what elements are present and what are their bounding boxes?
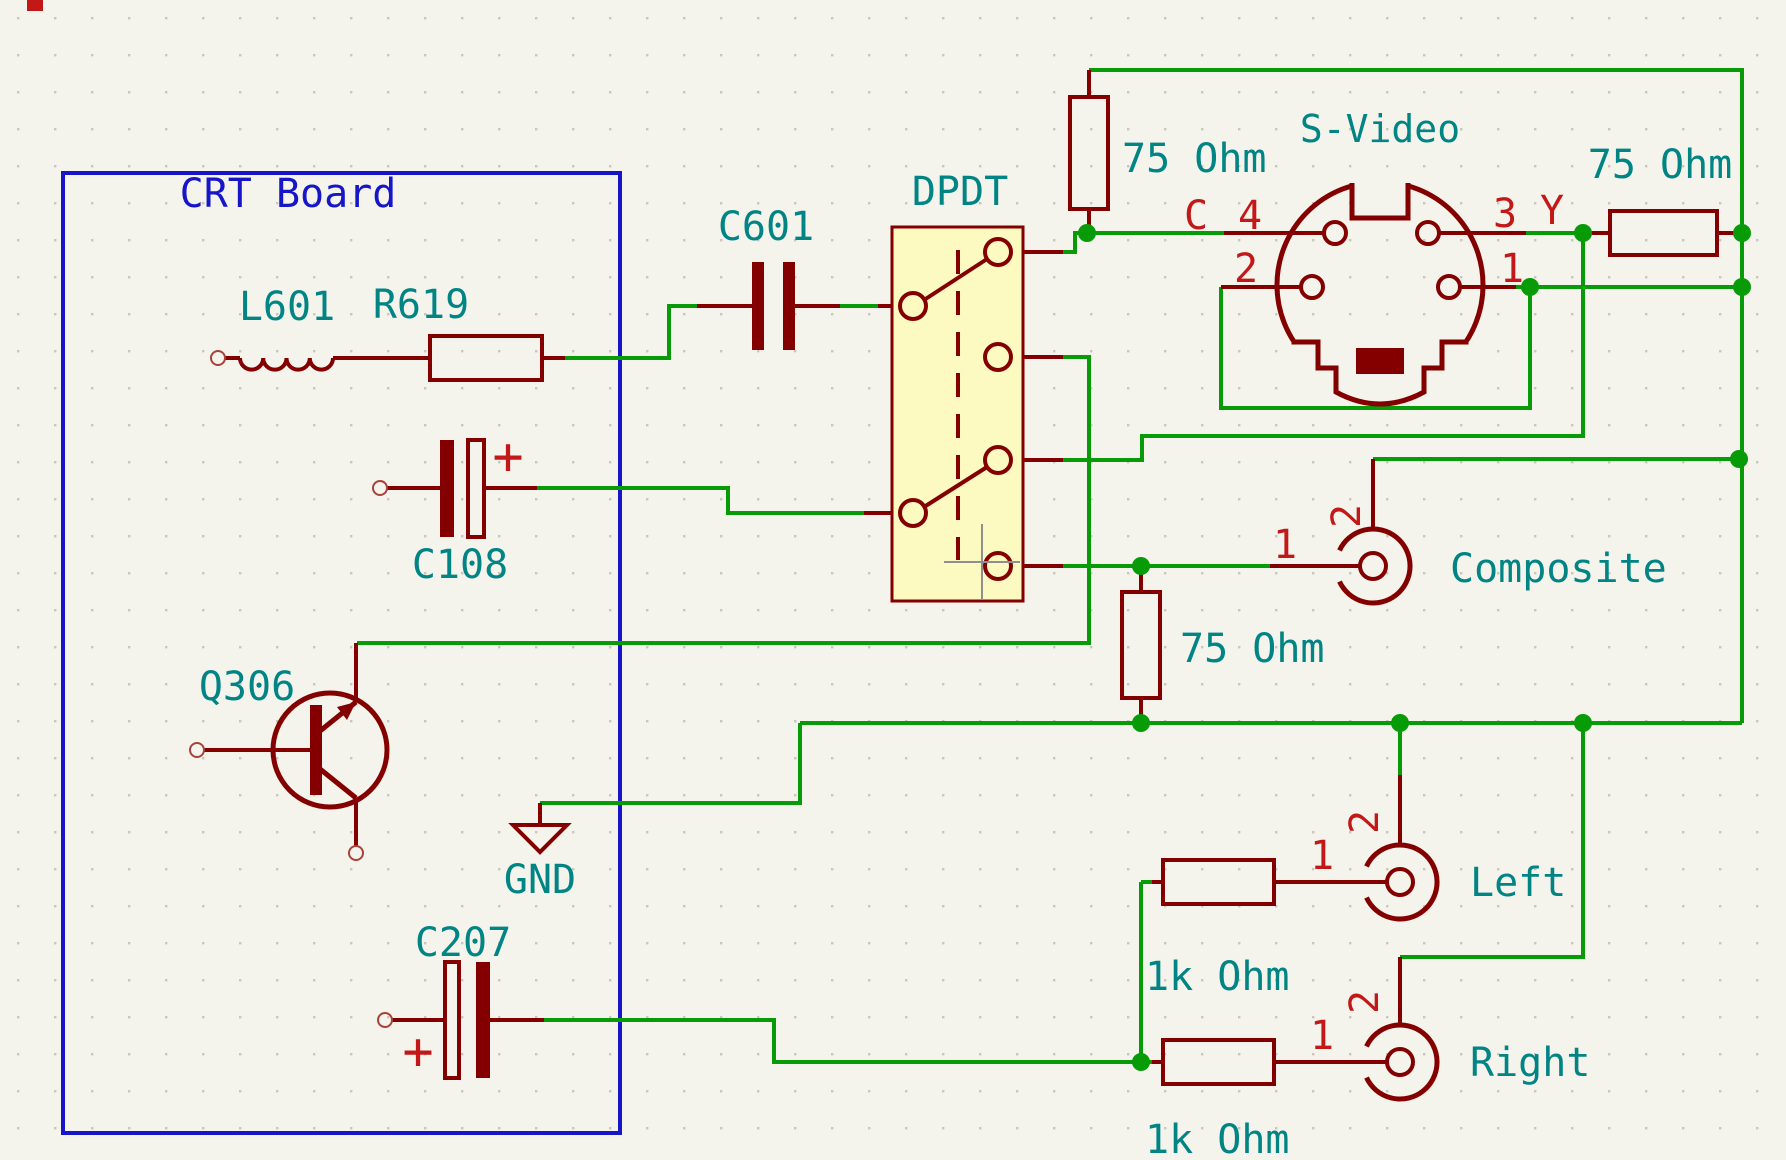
c108-plus-sign: + xyxy=(492,427,523,487)
wire-c207-audio[interactable] xyxy=(544,1018,1152,1064)
composite-connector[interactable]: Composite 1 2 xyxy=(1273,504,1667,606)
resistor-75ohm-luma[interactable]: 75 Ohm xyxy=(1588,142,1733,257)
svideo-pin-2-label: 2 xyxy=(1234,246,1258,292)
q306-lower-terminal xyxy=(348,845,364,861)
q306-base-terminal xyxy=(189,742,205,758)
wire-top-rail[interactable] xyxy=(1089,68,1744,723)
cursor-crosshair-icon xyxy=(944,524,1020,600)
c207-ref[interactable]: C207 xyxy=(415,920,511,966)
right-connector[interactable]: Right 1 2 xyxy=(1310,990,1590,1102)
crt-board-outline[interactable]: CRT Board xyxy=(61,171,622,1135)
svideo-pin3-hole xyxy=(1415,220,1441,246)
capacitor-c601[interactable]: C601 xyxy=(718,204,814,350)
wire-audio-link[interactable] xyxy=(1139,880,1152,1062)
svideo-label[interactable]: S-Video xyxy=(1300,107,1460,151)
switch-pole2-arm xyxy=(922,465,989,509)
r75-luma-value[interactable]: 75 Ohm xyxy=(1588,142,1733,188)
left-pin-2-label: 2 xyxy=(1342,810,1388,834)
svideo-pin-4-label: 4 xyxy=(1238,193,1262,239)
wires[interactable] xyxy=(357,68,1744,1064)
svideo-pin4-hole xyxy=(1322,220,1348,246)
right-pin-1-label: 1 xyxy=(1310,1013,1334,1059)
svideo-pin2-hole xyxy=(1299,274,1325,300)
composite-pin-2-label: 2 xyxy=(1324,504,1370,528)
resistor-75ohm-chroma[interactable]: 75 Ohm xyxy=(1068,95,1267,211)
wire-gnd-link[interactable] xyxy=(540,723,802,805)
switch-pole1-arm xyxy=(922,257,989,302)
svideo-pin-1-label: 1 xyxy=(1500,246,1524,292)
c108-ref[interactable]: C108 xyxy=(412,542,508,588)
inductor-l601[interactable]: L601 xyxy=(210,284,335,372)
crt-board-title[interactable]: CRT Board xyxy=(180,171,397,217)
r1k-right-value[interactable]: 1k Ohm xyxy=(1145,1117,1290,1160)
svideo-bottom-steps xyxy=(1291,339,1469,407)
right-label[interactable]: Right xyxy=(1470,1040,1590,1086)
r1k-left-value[interactable]: 1k Ohm xyxy=(1145,954,1290,1000)
c207-plus-sign: + xyxy=(402,1022,433,1082)
right-pin-2-label: 2 xyxy=(1342,990,1388,1014)
ground-symbol[interactable]: GND xyxy=(504,823,576,903)
composite-pin-1-label: 1 xyxy=(1273,522,1297,568)
wire-c108-to-switch[interactable] xyxy=(537,486,864,515)
resistor-75ohm-composite[interactable]: 75 Ohm xyxy=(1120,590,1325,700)
svideo-pin-3-label: 3 xyxy=(1493,191,1517,237)
wire-q306-collector[interactable] xyxy=(357,355,1091,645)
r75-composite-value[interactable]: 75 Ohm xyxy=(1180,626,1325,672)
wire-right-pin2[interactable] xyxy=(1400,723,1585,959)
capacitor-c108[interactable]: + C108 xyxy=(372,427,524,588)
l601-terminal xyxy=(210,350,226,366)
r619-ref[interactable]: R619 xyxy=(373,282,469,328)
dpdt-switch[interactable]: DPDT xyxy=(890,169,1025,603)
composite-label[interactable]: Composite xyxy=(1450,546,1667,592)
svideo-pin-y-label: Y xyxy=(1540,188,1564,234)
wire-r619-to-c601[interactable] xyxy=(565,304,697,360)
resistor-1k-right[interactable]: 1k Ohm xyxy=(1145,1038,1290,1160)
q306-ref[interactable]: Q306 xyxy=(199,664,295,710)
junction-dots xyxy=(1078,224,1751,1071)
resistor-r619[interactable]: R619 xyxy=(373,282,544,382)
c207-terminal xyxy=(377,1012,393,1028)
resistor-1k-left[interactable]: 1k Ohm xyxy=(1145,858,1290,1000)
r75-chroma-value[interactable]: 75 Ohm xyxy=(1122,136,1267,182)
screen-artifact xyxy=(27,0,43,11)
emitter-arrow-icon xyxy=(337,702,356,720)
svideo-top-notch xyxy=(1349,183,1411,221)
wire-svideo-gnd-loop[interactable] xyxy=(1219,287,1532,410)
left-pin-1-label: 1 xyxy=(1310,833,1334,879)
svideo-connector[interactable]: S-Video C 4 3 Y 2 1 xyxy=(1184,107,1564,407)
c601-ref[interactable]: C601 xyxy=(718,204,814,250)
svideo-key-icon xyxy=(1356,348,1404,374)
dpdt-label[interactable]: DPDT xyxy=(912,169,1008,215)
left-label[interactable]: Left xyxy=(1470,860,1566,906)
c108-terminal xyxy=(372,480,388,496)
capacitor-c207[interactable]: + C207 xyxy=(377,920,511,1082)
inductor-ref[interactable]: L601 xyxy=(239,284,335,330)
wire-luma-to-switch[interactable] xyxy=(1063,233,1585,462)
gnd-triangle-icon xyxy=(508,823,572,855)
svideo-pin1-hole xyxy=(1436,274,1462,300)
gnd-label[interactable]: GND xyxy=(504,857,576,903)
left-connector[interactable]: Left 1 2 xyxy=(1310,810,1566,922)
svideo-pin-c-label: C xyxy=(1184,193,1208,239)
transistor-q306[interactable]: Q306 xyxy=(189,664,390,861)
